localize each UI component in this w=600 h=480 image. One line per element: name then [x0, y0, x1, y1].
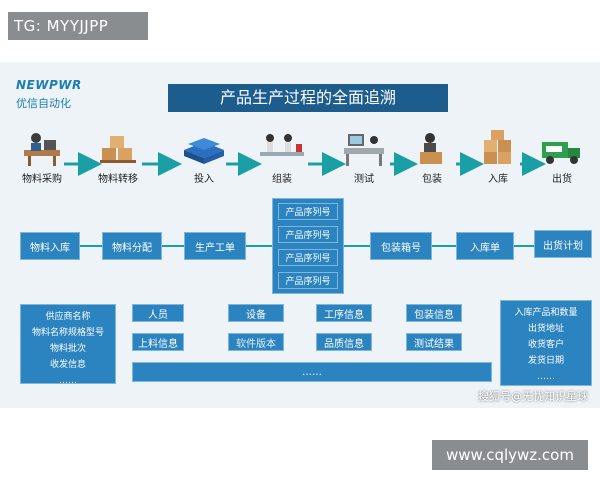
info-packing: 包装信息	[406, 304, 462, 322]
flow-packing-box-no: 包装箱号	[370, 232, 432, 260]
step-label: 组装	[272, 174, 292, 185]
shipping-info-line: 收货客户	[527, 340, 564, 350]
delivery-truck-icon	[532, 128, 592, 166]
step-assembly: 组装	[252, 128, 312, 185]
assembly-workers-icon	[252, 128, 312, 166]
blue-bins-icon	[174, 128, 234, 166]
supplier-info-line: 物料名称规格型号	[31, 328, 104, 338]
step-label: 物料转移	[98, 174, 138, 185]
flow-work-order: 生产工单	[184, 232, 246, 260]
source-watermark: 搜狐号@无忧知识星球	[478, 390, 588, 403]
step-warehousing: 入库	[468, 128, 528, 185]
serial-number-item: 产品序列号	[278, 226, 338, 243]
info-process: 工序信息	[316, 304, 372, 322]
step-material-transfer: 物料转移	[88, 128, 148, 185]
shipping-info-line: 入库产品和数量	[514, 308, 578, 318]
supplier-info-line: 物料批次	[49, 344, 86, 354]
step-label: 出货	[552, 174, 572, 185]
serial-number-item: 产品序列号	[278, 272, 338, 289]
info-test-result: 测试结果	[406, 333, 462, 351]
flow-connector	[432, 245, 456, 247]
supplier-info-line: ……	[59, 376, 77, 386]
flow-connector	[162, 245, 184, 247]
info-quality: 品质信息	[316, 333, 372, 351]
logo-cn: 优信自动化	[16, 97, 71, 110]
flow-material-allocation: 物料分配	[102, 232, 162, 260]
info-more-bar: ……	[132, 362, 492, 382]
diagram-title: 产品生产过程的全面追溯	[168, 84, 448, 112]
shipping-info-line: 发货日期	[527, 356, 564, 366]
step-label: 包装	[422, 174, 442, 185]
stacked-boxes-icon	[468, 128, 528, 166]
step-label: 入库	[488, 174, 508, 185]
boxes-icon	[88, 128, 148, 166]
info-software-version: 软件版本	[228, 333, 284, 351]
step-arrows	[64, 152, 546, 176]
flow-connector	[514, 245, 534, 247]
shipping-info-line: 出货地址	[527, 324, 564, 334]
supplier-info-line: 收发信息	[49, 360, 86, 370]
supplier-info-box: 供应商名称 物料名称规格型号 物料批次 收发信息 ……	[20, 304, 116, 386]
shipping-info-box: 入库产品和数量 出货地址 收货客户 发货日期 ……	[500, 300, 592, 386]
channel-tag: TG: MYYJJPP	[8, 12, 148, 40]
info-personnel: 人员	[132, 304, 184, 322]
step-input: 投入	[174, 128, 234, 185]
worker-desk-icon	[12, 128, 72, 166]
flow-connector	[344, 245, 370, 247]
step-label: 物料采购	[22, 174, 62, 185]
test-station-icon	[334, 128, 394, 166]
flow-connector	[80, 245, 102, 247]
flow-shipping-plan: 出货计划	[534, 230, 592, 258]
step-packing: 包装	[402, 128, 462, 185]
flow-warehouse-receipt: 入库单	[456, 232, 514, 260]
step-shipping: 出货	[532, 128, 592, 185]
shipping-info-line: ……	[537, 372, 555, 382]
step-label: 测试	[354, 174, 374, 185]
info-feeding: 上料信息	[132, 333, 184, 351]
logo-brand: NEWPWR	[16, 78, 82, 92]
flow-connector	[246, 245, 274, 247]
step-label: 投入	[194, 174, 214, 185]
packing-worker-icon	[402, 128, 462, 166]
info-equipment: 设备	[228, 304, 284, 322]
site-url-tag: www.cqlywz.com	[432, 440, 588, 470]
flow-material-inbound: 物料入库	[20, 232, 80, 260]
serial-number-item: 产品序列号	[278, 203, 338, 220]
supplier-info-line: 供应商名称	[45, 312, 91, 322]
serial-number-item: 产品序列号	[278, 249, 338, 266]
company-logo: NEWPWR 优信自动化	[16, 78, 82, 111]
step-test: 测试	[334, 128, 394, 185]
step-material-purchase: 物料采购	[12, 128, 72, 185]
